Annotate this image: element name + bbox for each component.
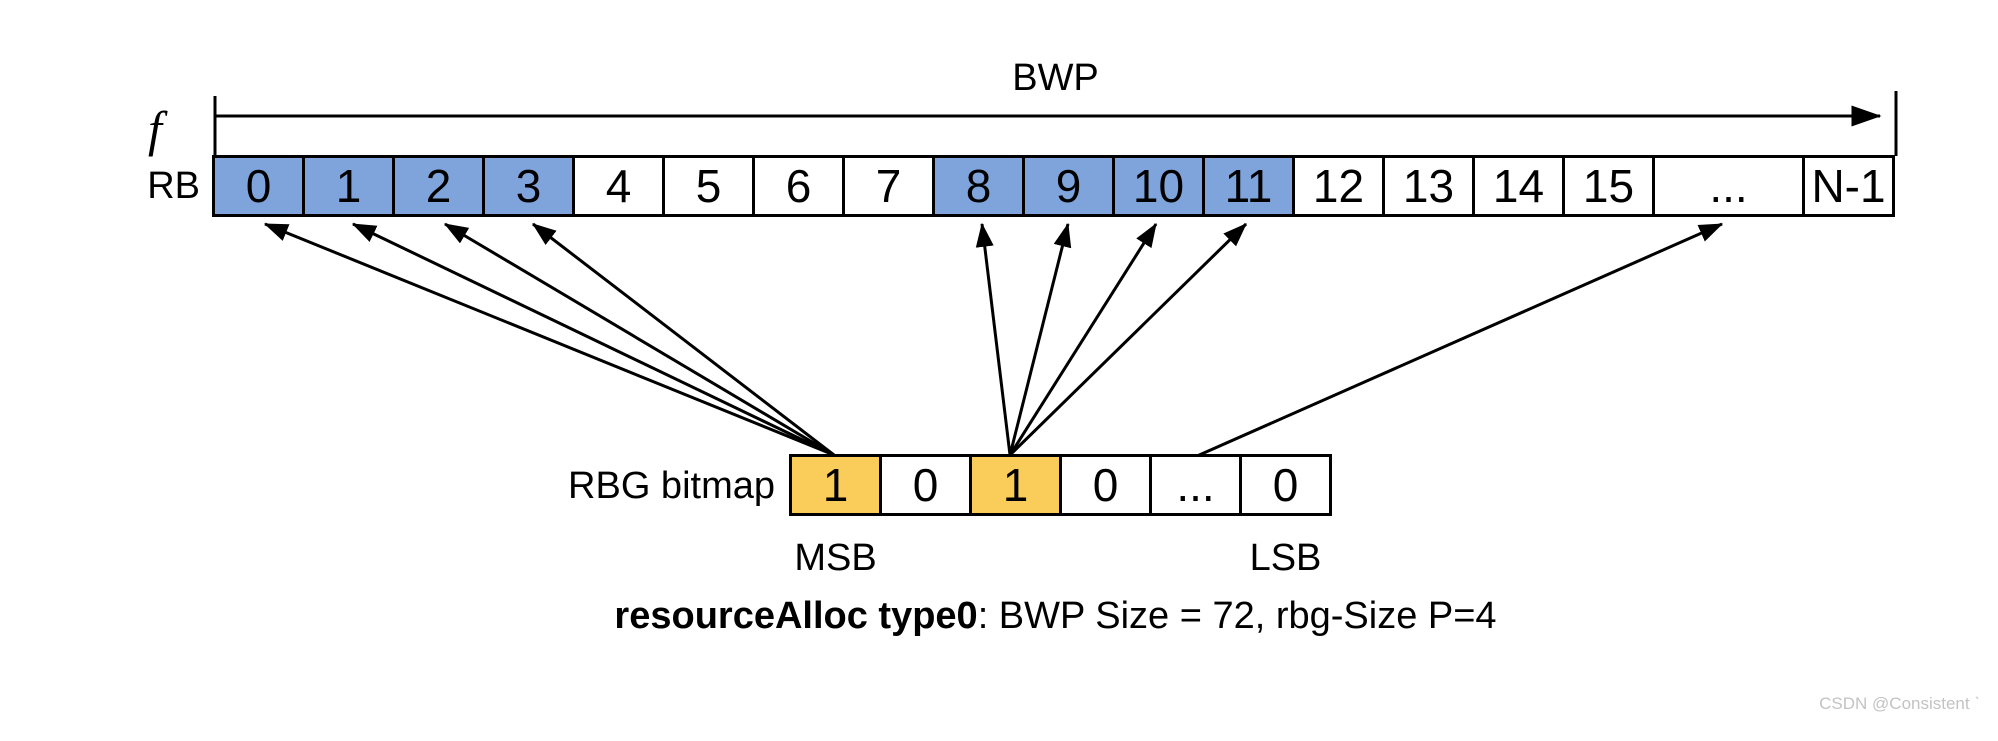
rb-cell: 0 [212,155,305,217]
rbg-bit-cell: 0 [879,454,972,516]
rbg-bitmap-label: RBG bitmap [568,465,775,507]
map-arrow-bit2-rb10 [1008,222,1158,456]
rbg-bit-cell: ... [1149,454,1242,516]
rb-cell: 6 [752,155,845,217]
caption: resourceAlloc type0: BWP Size = 72, rbg-… [215,594,1896,638]
caption-bold: resourceAlloc type0 [614,595,978,637]
rb-cell: 14 [1472,155,1565,217]
map-arrow-bit0-rb3 [532,222,835,457]
msb-label: MSB [794,537,877,579]
bwp-label: BWP [1012,57,1099,99]
rb-cell: 9 [1022,155,1115,217]
map-arrow-bit2-rb8 [975,222,1012,456]
map-arrow-bit0-rb0 [263,222,835,457]
map-arrow-bit0-rb2 [443,222,835,457]
rb-cell: 2 [392,155,485,217]
map-arrow-dots [1196,222,1724,458]
rb-cell: 5 [662,155,755,217]
rb-cell: 3 [482,155,575,217]
rbg-bit-cell: 0 [1239,454,1332,516]
frequency-axis-label: f [148,101,162,157]
rb-cell: 12 [1292,155,1385,217]
rb-cell: 15 [1562,155,1655,217]
map-arrow-bit0-rb1 [351,222,835,457]
rb-cell: N-1 [1802,155,1895,217]
rb-cell: 11 [1202,155,1295,217]
map-arrow-bit2-rb9 [1008,222,1072,456]
rbg-bit-cell: 1 [789,454,882,516]
rb-cell: 4 [572,155,665,217]
rbg-bit-cell: 1 [969,454,1062,516]
rb-cell: 13 [1382,155,1475,217]
rb-cell: 7 [842,155,935,217]
rbg-bit-cell: 0 [1059,454,1152,516]
rb-cell: 10 [1112,155,1205,217]
rb-row-label: RB [147,165,200,207]
rb-cell: 1 [302,155,395,217]
lsb-label: LSB [1249,537,1322,579]
map-arrow-bit2-rb11 [1008,222,1248,457]
caption-rest: : BWP Size = 72, rbg-Size P=4 [977,595,1497,637]
rb-cell: ... [1652,155,1805,217]
rb-cell: 8 [932,155,1025,217]
watermark: CSDN @Consistent ˋ [1819,694,1980,713]
